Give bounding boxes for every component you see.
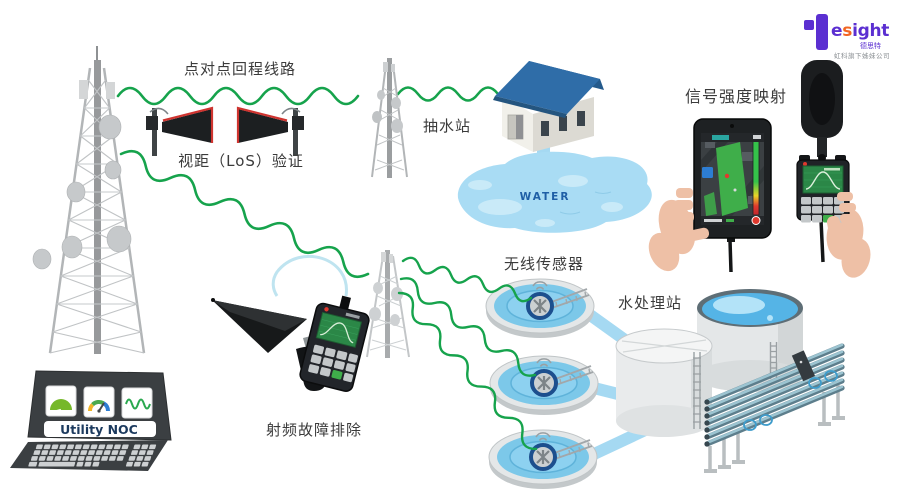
label-water-treatment-plant: 水处理站 (617, 294, 683, 312)
rf-spectrum-gun (211, 254, 370, 392)
pump-house (493, 61, 604, 152)
label-p2p-backhaul: 点对点回程线路 (183, 60, 297, 78)
brand-logo: esight 德思特 虹科旗下姊妹公司 (798, 8, 894, 66)
clarifier-tank-2 (488, 354, 600, 417)
label-los-verification: 视距（LoS）验证 (178, 152, 304, 170)
los-horn-antennas (146, 106, 304, 156)
signal-mapping-analyzer (796, 60, 871, 278)
utility-noc-laptop (10, 370, 172, 471)
storage-tank-closed (615, 328, 713, 437)
telecom-tower-relay-top (371, 58, 408, 178)
logo-brand-text: esight (831, 21, 890, 41)
p2p-backhaul-wave (116, 86, 500, 106)
logo-cn-tagline: 虹科旗下姊妹公司 (834, 52, 890, 60)
noc-gauge-tile (45, 385, 77, 417)
logo-mark-bar-icon (816, 14, 828, 50)
clarifier-tank-3 (487, 428, 599, 491)
label-wireless-sensors: 无线传感器 (503, 255, 585, 273)
signal-mapping-tablet (648, 118, 772, 273)
logo-mark-flag-icon (804, 20, 814, 30)
noc-multigauge-tile (83, 386, 115, 418)
label-rf-troubleshooting: 射频故障排除 (265, 421, 363, 439)
label-signal-strength-mapping: 信号强度映射 (684, 87, 788, 106)
noc-waveform-tile (121, 387, 153, 419)
label-utility-noc: Utility NOC (60, 422, 138, 437)
water-pond (457, 151, 652, 233)
diagonal-link-wave (119, 149, 370, 278)
label-pump-station: 抽水站 (422, 117, 472, 135)
label-water-body: WATER (519, 191, 571, 203)
telecom-tower-main (32, 46, 146, 354)
sensor-link-waves (397, 256, 538, 451)
telecom-tower-relay-bottom (366, 250, 410, 358)
noc-keyboard (28, 444, 157, 467)
membrane-filter-rack (704, 343, 845, 473)
logo-cn-name: 德思特 (860, 42, 881, 50)
